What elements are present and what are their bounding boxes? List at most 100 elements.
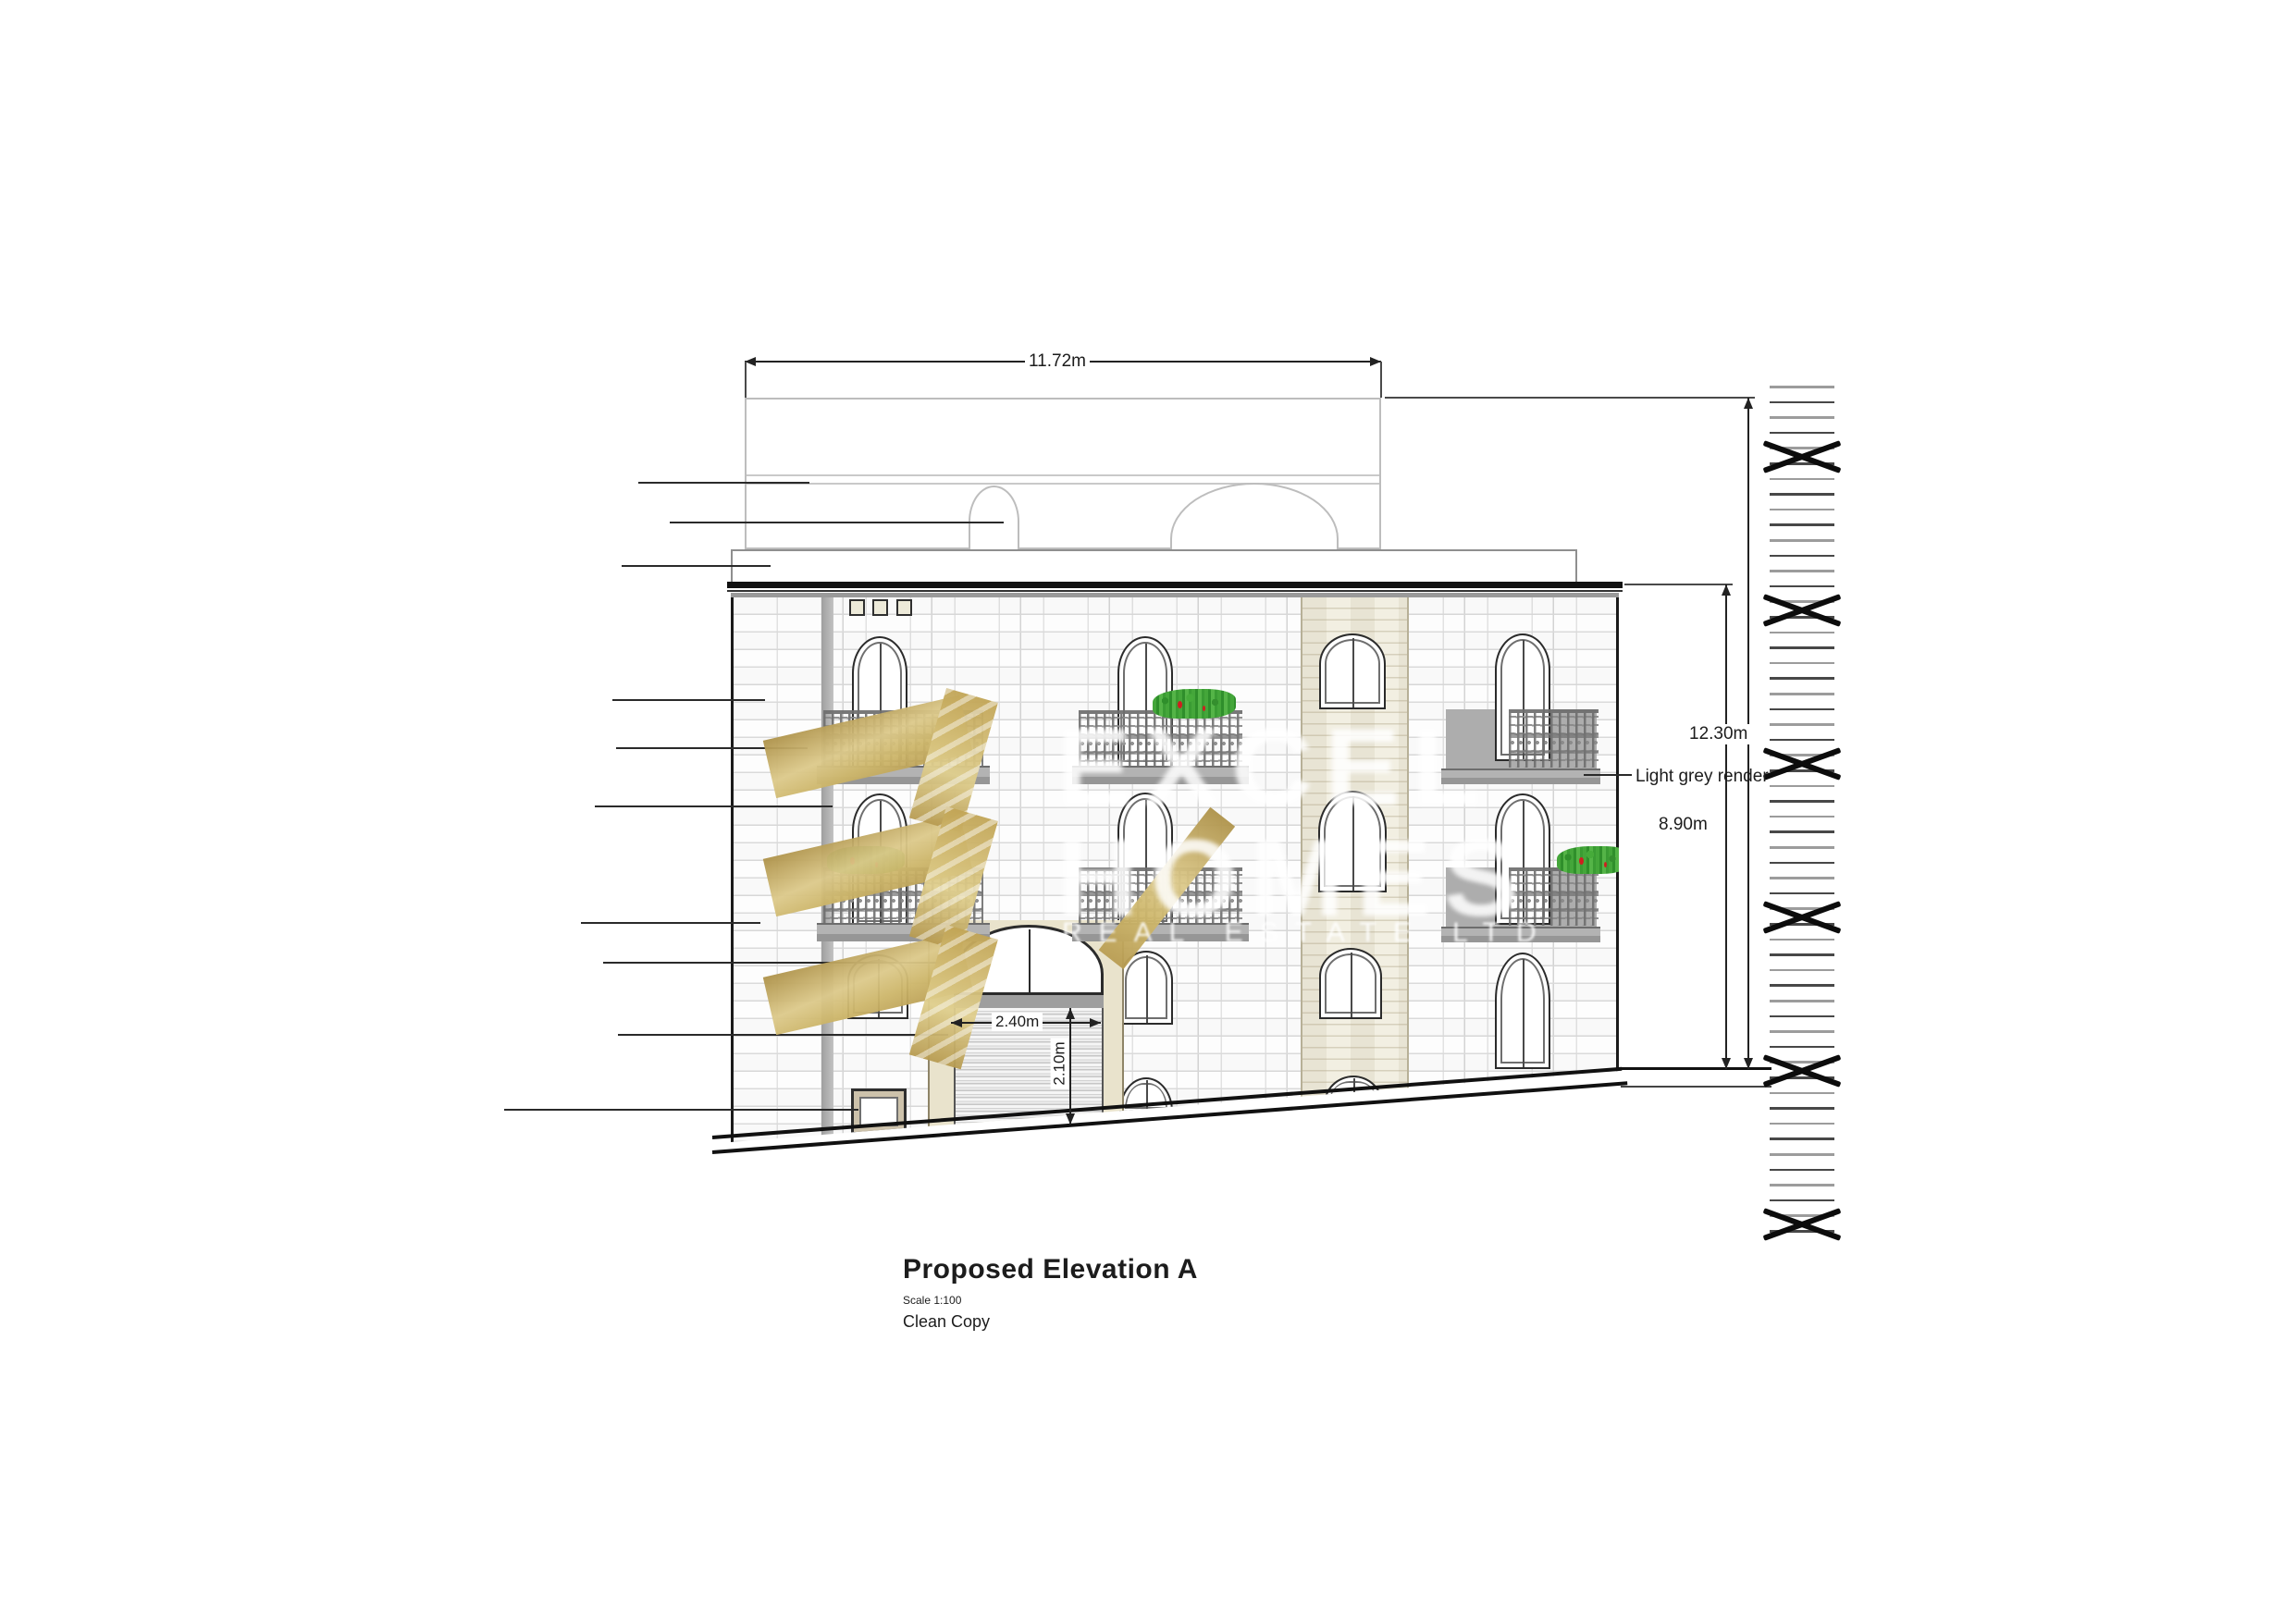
level-line: [1770, 400, 1834, 404]
level-line: [1770, 891, 1834, 895]
dim-facade-line: [1725, 584, 1727, 1069]
level-line: [1770, 877, 1834, 879]
dim-width-arrow-right: [1370, 357, 1381, 366]
balcony-slab: [817, 923, 990, 941]
dim-facade-arrow-top: [1722, 584, 1731, 596]
adjacent-levels-strip: [1762, 382, 1842, 1244]
dim-total-label: 12.30m: [1685, 724, 1752, 744]
wrought-iron-railing: [1509, 709, 1599, 768]
leader-line: [595, 805, 833, 807]
level-line: [1770, 584, 1834, 588]
leader-line: [1584, 774, 1632, 776]
leader-line: [612, 699, 765, 701]
cornice-line: [727, 582, 1623, 588]
annotation-label: Light grey render: [1636, 767, 1769, 786]
arched-window: [1495, 953, 1550, 1069]
level-line: [1770, 616, 1834, 619]
garage-lintel: [954, 995, 1104, 1008]
dim-width-ext-right: [1380, 362, 1382, 398]
balcony-slab: [1072, 923, 1249, 941]
level-line: [1770, 493, 1834, 496]
wrought-iron-railing: [823, 867, 983, 923]
level-line: [1770, 1184, 1834, 1187]
upper-wide-arch: [1170, 483, 1339, 551]
cornice-shadow: [731, 593, 1619, 597]
level-line: [1770, 1030, 1834, 1033]
leader-line: [603, 962, 940, 964]
dim-garage-w-arrow-right: [1090, 1018, 1101, 1027]
dim-facade-arrow-bottom: [1722, 1058, 1731, 1069]
level-line: [1770, 754, 1834, 756]
leader-line: [581, 922, 760, 924]
level-line: [1770, 923, 1834, 926]
level-line: [1770, 953, 1834, 956]
level-line: [1770, 1000, 1834, 1002]
upper-door-arch: [969, 486, 1019, 551]
level-line: [1770, 1076, 1834, 1079]
balcony-slab: [1441, 927, 1600, 942]
level-line: [1770, 1214, 1834, 1217]
basement-arch-window: [1119, 1077, 1173, 1114]
roof-parapet-railing: [731, 549, 1577, 585]
dim-garage-w-arrow-left: [951, 1018, 962, 1027]
level-line: [1770, 707, 1834, 711]
title-block: Proposed Elevation A Scale 1:100 Clean C…: [903, 1254, 1198, 1332]
drawing-scale: Scale 1:100: [903, 1294, 962, 1307]
arched-window: [847, 954, 908, 1019]
level-line: [1770, 984, 1834, 987]
level-line: [1770, 1168, 1834, 1172]
dim-garage-h-arrow-bottom: [1066, 1113, 1075, 1125]
dim-width-arrow-left: [745, 357, 756, 366]
dim-garage-h-line: [1069, 1008, 1071, 1125]
level-line: [1770, 1199, 1834, 1202]
arched-window: [1319, 633, 1386, 709]
level-line: [1770, 800, 1834, 803]
dim-facade-ext-top: [1624, 584, 1733, 585]
level-line: [1770, 938, 1834, 941]
leader-line: [616, 747, 808, 749]
level-line: [1770, 386, 1834, 388]
level-line: [1770, 861, 1834, 865]
dim-width-label: 11.72m: [1025, 351, 1090, 372]
leader-line: [504, 1109, 858, 1111]
cornice-line-2: [727, 590, 1623, 592]
level-line: [1770, 723, 1834, 726]
ground-line-right: [1617, 1067, 1771, 1070]
level-line: [1770, 1153, 1834, 1156]
balcony-slab: [1441, 768, 1600, 784]
balcony-plant: [1557, 846, 1619, 874]
balcony-plant: [1153, 689, 1236, 719]
level-line: [1770, 907, 1834, 910]
dim-width-ext-left: [745, 362, 747, 398]
level-line: [1770, 846, 1834, 849]
level-line: [1770, 570, 1834, 572]
arched-window: [1319, 948, 1382, 1019]
ground-line-right-thin: [1621, 1086, 1771, 1088]
wrought-iron-railing: [1079, 867, 1242, 923]
upper-floor-outline: [745, 398, 1381, 551]
level-line: [1770, 1045, 1834, 1049]
wrought-iron-railing: [1079, 710, 1242, 766]
level-line: [1770, 677, 1834, 680]
level-line: [1770, 769, 1834, 772]
level-line: [1770, 738, 1834, 742]
level-line: [1770, 462, 1834, 465]
level-line: [1770, 1061, 1834, 1064]
level-line: [1770, 447, 1834, 449]
upper-floor-band-line: [747, 483, 1379, 485]
level-line: [1770, 600, 1834, 603]
roof-vent: [872, 599, 888, 616]
arched-window: [1318, 791, 1387, 892]
level-line: [1770, 1014, 1834, 1018]
level-line: [1770, 1091, 1834, 1095]
level-line: [1770, 508, 1834, 511]
level-line: [1770, 815, 1834, 818]
balcony-plant: [827, 846, 905, 874]
roof-vent: [849, 599, 865, 616]
roof-vent: [896, 599, 912, 616]
level-line: [1770, 539, 1834, 542]
level-line: [1770, 1107, 1834, 1110]
dim-garage-h-label: 2.10m: [1050, 1038, 1069, 1089]
dim-facade-label: 8.90m: [1655, 815, 1711, 835]
level-line: [1770, 646, 1834, 649]
